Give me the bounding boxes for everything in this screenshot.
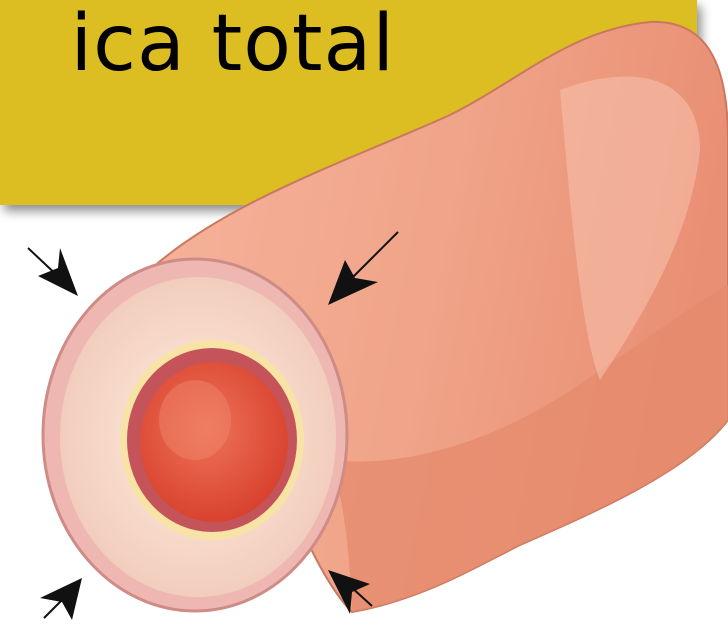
pressure-arrow-bottom-left bbox=[40, 578, 82, 620]
slide-title: ica total bbox=[70, 0, 395, 94]
title-clip: ica total bbox=[0, 0, 395, 100]
vessel-cross-section bbox=[43, 259, 347, 611]
pressure-arrow-top-left bbox=[28, 248, 78, 296]
